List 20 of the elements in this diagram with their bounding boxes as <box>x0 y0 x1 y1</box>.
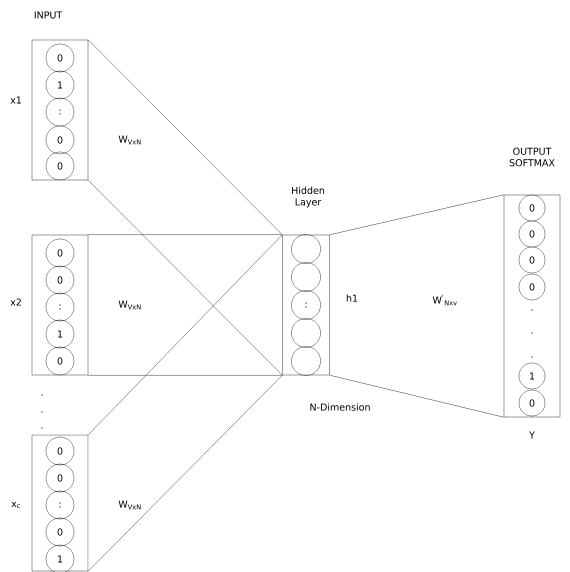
weight-connection <box>88 234 282 572</box>
weight-connection <box>88 40 282 376</box>
node-label: Hidden Layer <box>292 186 324 208</box>
node-label: x1 <box>10 96 21 104</box>
weight-connection <box>330 194 504 418</box>
weight-label: W$_{VxN}$ <box>118 500 141 510</box>
node-label: x2 <box>10 298 21 306</box>
node-label: INPUT <box>34 11 62 19</box>
neuron-circle <box>291 262 321 292</box>
node-label: h1 <box>346 294 358 302</box>
weight-label: W$_{VxN}$ <box>118 136 141 144</box>
node-label: N-Dimension <box>310 403 370 411</box>
neuron-circle <box>291 346 321 376</box>
neuron-circle <box>291 234 321 264</box>
neuron-circle <box>291 318 321 348</box>
node-label: OUTPUT SOFTMAX <box>510 148 555 166</box>
node-label: Y <box>529 432 535 438</box>
weight-label: W$_{VxN}$ <box>118 300 141 310</box>
node-label: x$_{c}$ <box>11 502 20 508</box>
weight-connection <box>88 234 282 376</box>
